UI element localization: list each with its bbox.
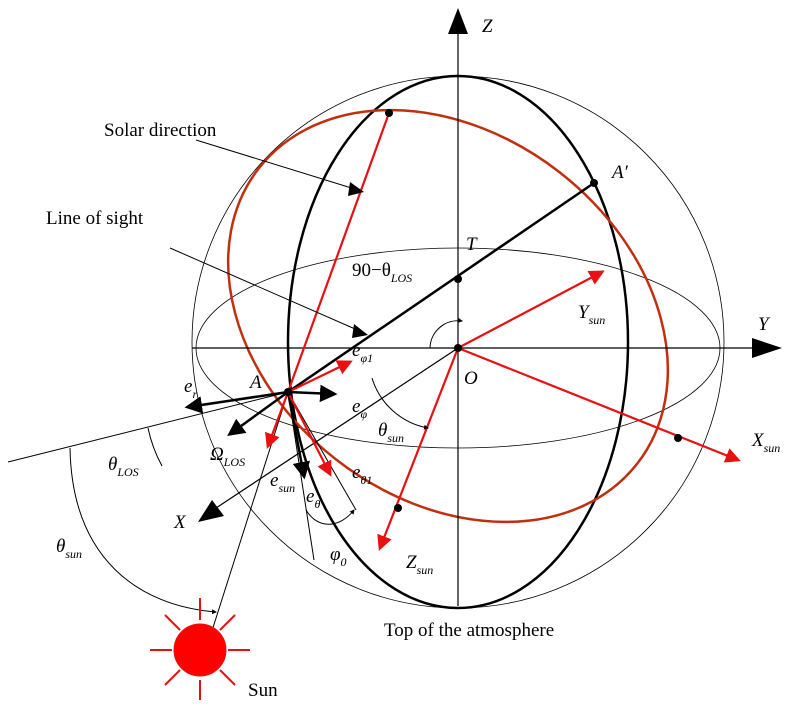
z-axis-arrowhead [448, 8, 468, 34]
solar-direction-leader [195, 139, 359, 191]
x-direction-vector [227, 390, 289, 437]
point-a-dot [284, 388, 292, 396]
angle-90-theta-los-label: 90−θLOS [352, 260, 412, 285]
omega-los-label: ΩLOS [210, 444, 245, 469]
y-sun-vector [457, 270, 605, 349]
sun-icon [150, 598, 250, 700]
e-theta1-label: eθ1 [352, 462, 372, 487]
e-phi-label: eφ [352, 396, 367, 421]
x-sun-label: Xsun [751, 430, 780, 455]
y-axis-label: Y [758, 314, 771, 335]
z-sun-vector [377, 347, 460, 551]
sun-label: Sun [248, 680, 278, 701]
e-sun-label: esun [270, 470, 295, 495]
solar-direction-label: Solar direction [104, 120, 217, 141]
theta-los-label: θLOS [108, 454, 139, 479]
e-r-label: er [184, 376, 197, 401]
e-phi1-vector [287, 360, 353, 393]
sun-direction-top-dot [385, 109, 393, 117]
x-axis-arrowhead [198, 500, 224, 522]
theta-sun-outer-label: θsun [56, 536, 82, 561]
x-axis-label: X [173, 512, 187, 533]
e-theta-vector [286, 391, 310, 480]
point-t-label: T [466, 234, 478, 255]
x-axis [209, 347, 459, 513]
z-sun-circle-dot [394, 504, 402, 512]
point-o-dot [454, 344, 462, 352]
solar-direction-vector [286, 112, 391, 393]
theta-sun-outer-angle-arc [69, 447, 217, 615]
line-of-sight-leader-head [352, 324, 368, 338]
y-axis-arrowhead [752, 338, 782, 358]
e-sun-vector [265, 391, 290, 449]
point-t-dot [454, 275, 462, 283]
line-of-sight-label: Line of sight [46, 208, 144, 229]
solar-great-circle [226, 108, 670, 524]
e-r-vector [184, 390, 289, 414]
line-of-sight-leader [169, 247, 363, 333]
theta-los-angle-arc [147, 427, 163, 467]
phi0-angle-arc [305, 509, 355, 525]
top-of-atmosphere-label: Top of the atmosphere [384, 620, 554, 641]
e-phi-vector [287, 384, 338, 403]
z-sun-label: Zsun [406, 552, 433, 577]
point-o-label: O [464, 368, 478, 389]
solar-direction-leader-head [348, 182, 364, 196]
z-axis-label: Z [482, 16, 493, 37]
x-sun-circle-dot [674, 434, 682, 442]
e-theta-label: eθ [306, 486, 320, 511]
e-theta1-vector [287, 391, 332, 477]
point-a-prime-label: A′ [610, 162, 629, 183]
phi0-label: φ0 [330, 544, 347, 569]
angle-90-theta-arc [429, 317, 463, 349]
line-of-sight-line [287, 181, 595, 394]
point-a-label: A [248, 372, 262, 393]
line-of-sight-extension [7, 391, 289, 463]
y-sun-label: Ysun [578, 302, 605, 327]
point-a-prime-dot [590, 179, 598, 187]
theta-sun-label: θsun [378, 420, 404, 445]
e-phi1-label: eφ1 [352, 340, 373, 365]
theta-sun-angle-arc [371, 377, 429, 430]
x-sun-vector [457, 346, 741, 463]
aux-line-1 [287, 391, 357, 511]
